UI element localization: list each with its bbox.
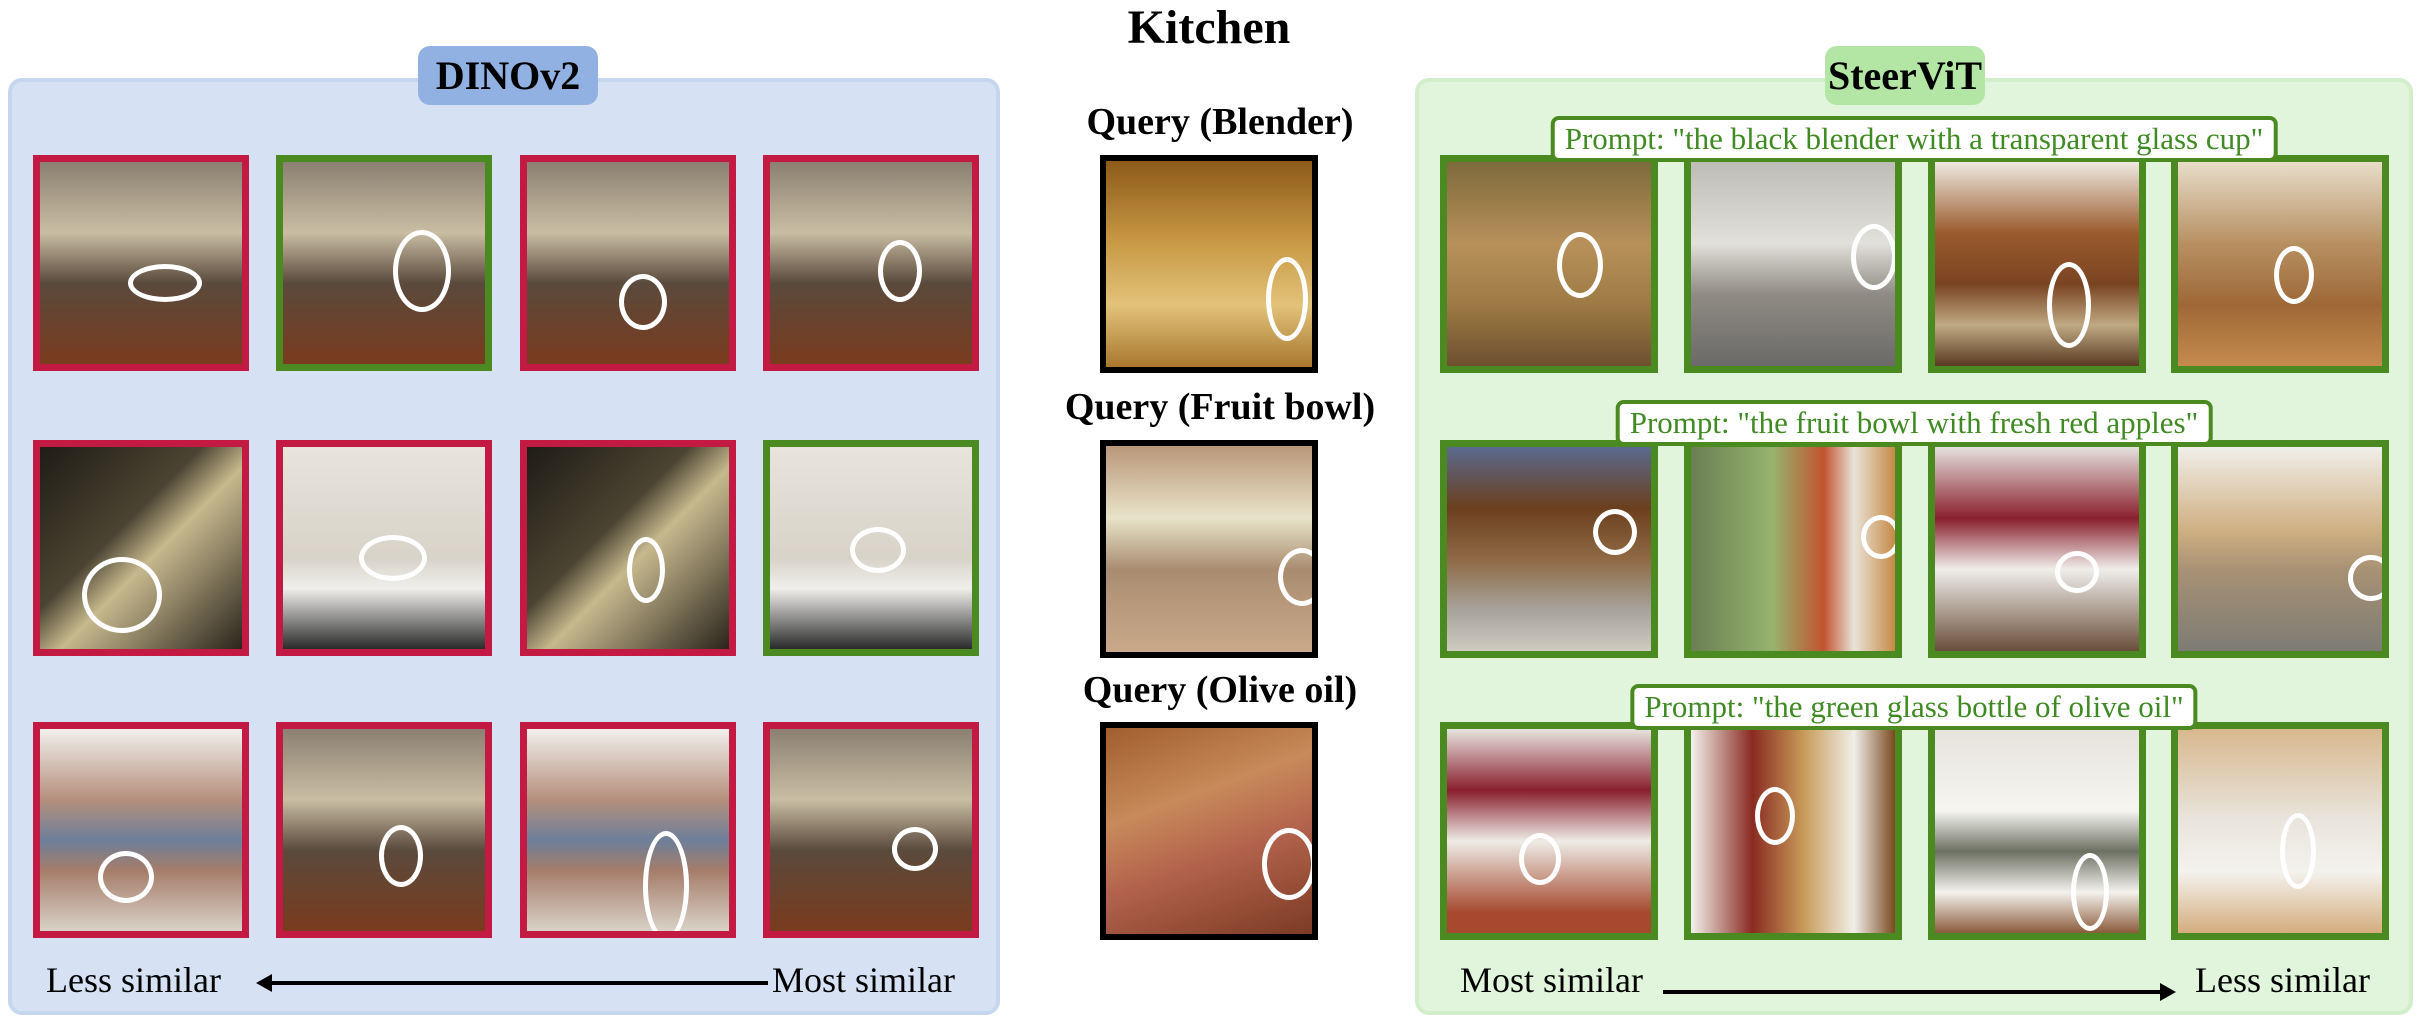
steervit-result-r1-c2 xyxy=(1684,155,1902,373)
kitchen-image xyxy=(1935,162,2139,366)
kitchen-image xyxy=(1447,729,1651,933)
highlight-ellipse xyxy=(1519,833,1561,885)
kitchen-image xyxy=(1106,446,1312,652)
kitchen-image xyxy=(770,729,972,931)
highlight-ellipse xyxy=(1262,828,1312,900)
highlight-ellipse xyxy=(619,274,667,330)
arrow-right-icon xyxy=(2160,983,2176,1001)
query-title-blender: Query (Blender) xyxy=(1086,101,1354,143)
kitchen-image xyxy=(1935,447,2139,651)
query-title-fruit-bowl: Query (Fruit bowl) xyxy=(1064,386,1376,428)
highlight-ellipse xyxy=(2055,551,2099,593)
kitchen-image xyxy=(527,447,729,649)
highlight-ellipse xyxy=(82,557,162,633)
dinov2-result-r2-c4 xyxy=(763,440,979,656)
steervit-result-r3-c3 xyxy=(1928,722,2146,940)
dinov2-result-r2-c3 xyxy=(520,440,736,656)
dinov2-result-r1-c1 xyxy=(33,155,249,371)
steervit-result-r2-c4 xyxy=(2171,440,2389,658)
kitchen-image xyxy=(283,162,485,364)
highlight-ellipse xyxy=(2280,813,2316,889)
prompt-blender: Prompt: "the black blender with a transp… xyxy=(1550,116,2278,162)
highlight-ellipse xyxy=(2348,555,2382,601)
highlight-ellipse xyxy=(1593,509,1637,555)
query-image-olive-oil xyxy=(1100,722,1318,940)
highlight-ellipse xyxy=(1278,548,1312,606)
steervit-result-r1-c4 xyxy=(2171,155,2389,373)
dinov2-result-r3-c2 xyxy=(276,722,492,938)
dinov2-caption-most-similar: Most similar xyxy=(772,960,956,1000)
highlight-ellipse xyxy=(892,827,938,871)
kitchen-image xyxy=(770,162,972,364)
dinov2-badge: DINOv2 xyxy=(418,46,598,105)
highlight-ellipse xyxy=(627,537,665,603)
query-image-fruit-bowl xyxy=(1100,440,1318,658)
highlight-ellipse xyxy=(128,264,202,302)
highlight-ellipse xyxy=(1266,257,1308,341)
arrow-left-icon xyxy=(256,974,272,992)
highlight-ellipse xyxy=(1755,787,1795,845)
steervit-badge: SteerViT xyxy=(1825,46,1985,105)
kitchen-image xyxy=(2178,447,2382,651)
kitchen-image xyxy=(1691,729,1895,933)
highlight-ellipse xyxy=(393,230,451,312)
dinov2-result-r3-c4 xyxy=(763,722,979,938)
highlight-ellipse xyxy=(2274,246,2314,304)
kitchen-image xyxy=(1935,729,2139,933)
kitchen-image xyxy=(283,729,485,931)
kitchen-image xyxy=(527,162,729,364)
dinov2-result-r2-c2 xyxy=(276,440,492,656)
dinov2-result-r3-c1 xyxy=(33,722,249,938)
query-title-olive-oil: Query (Olive oil) xyxy=(1082,669,1358,711)
dinov2-result-r3-c3 xyxy=(520,722,736,938)
steervit-caption-less-similar: Less similar xyxy=(2195,960,2370,1000)
steervit-result-r1-c3 xyxy=(1928,155,2146,373)
query-image-blender xyxy=(1100,155,1318,373)
similarity-arrow xyxy=(268,981,768,985)
highlight-ellipse xyxy=(379,825,423,887)
kitchen-image xyxy=(527,729,729,931)
steervit-result-r2-c3 xyxy=(1928,440,2146,658)
steervit-result-r3-c2 xyxy=(1684,722,1902,940)
kitchen-image xyxy=(40,162,242,364)
highlight-ellipse xyxy=(1557,232,1603,298)
kitchen-image xyxy=(40,729,242,931)
similarity-arrow xyxy=(1663,990,2163,994)
dinov2-result-r1-c3 xyxy=(520,155,736,371)
dinov2-caption-less-similar: Less similar xyxy=(46,960,221,1000)
highlight-ellipse xyxy=(643,831,689,931)
highlight-ellipse xyxy=(1851,224,1895,290)
steervit-result-r2-c1 xyxy=(1440,440,1658,658)
kitchen-image xyxy=(1691,447,1895,651)
highlight-ellipse xyxy=(850,527,906,573)
prompt-olive-oil: Prompt: "the green glass bottle of olive… xyxy=(1630,684,2198,730)
highlight-ellipse xyxy=(359,535,427,581)
steervit-caption-most-similar: Most similar xyxy=(1460,960,1644,1000)
highlight-ellipse xyxy=(878,240,922,302)
highlight-ellipse xyxy=(2071,853,2109,931)
steervit-result-r3-c4 xyxy=(2171,722,2389,940)
dinov2-result-r2-c1 xyxy=(33,440,249,656)
dinov2-result-r1-c2 xyxy=(276,155,492,371)
kitchen-image xyxy=(2178,729,2382,933)
figure-title: Kitchen xyxy=(1127,1,1291,54)
highlight-ellipse xyxy=(2047,262,2091,348)
dinov2-result-r1-c4 xyxy=(763,155,979,371)
steervit-result-r1-c1 xyxy=(1440,155,1658,373)
highlight-ellipse xyxy=(1861,515,1895,559)
kitchen-image xyxy=(1447,162,1651,366)
prompt-fruit-bowl: Prompt: "the fruit bowl with fresh red a… xyxy=(1615,400,2213,446)
highlight-ellipse xyxy=(98,851,154,903)
steervit-result-r2-c2 xyxy=(1684,440,1902,658)
steervit-result-r3-c1 xyxy=(1440,722,1658,940)
